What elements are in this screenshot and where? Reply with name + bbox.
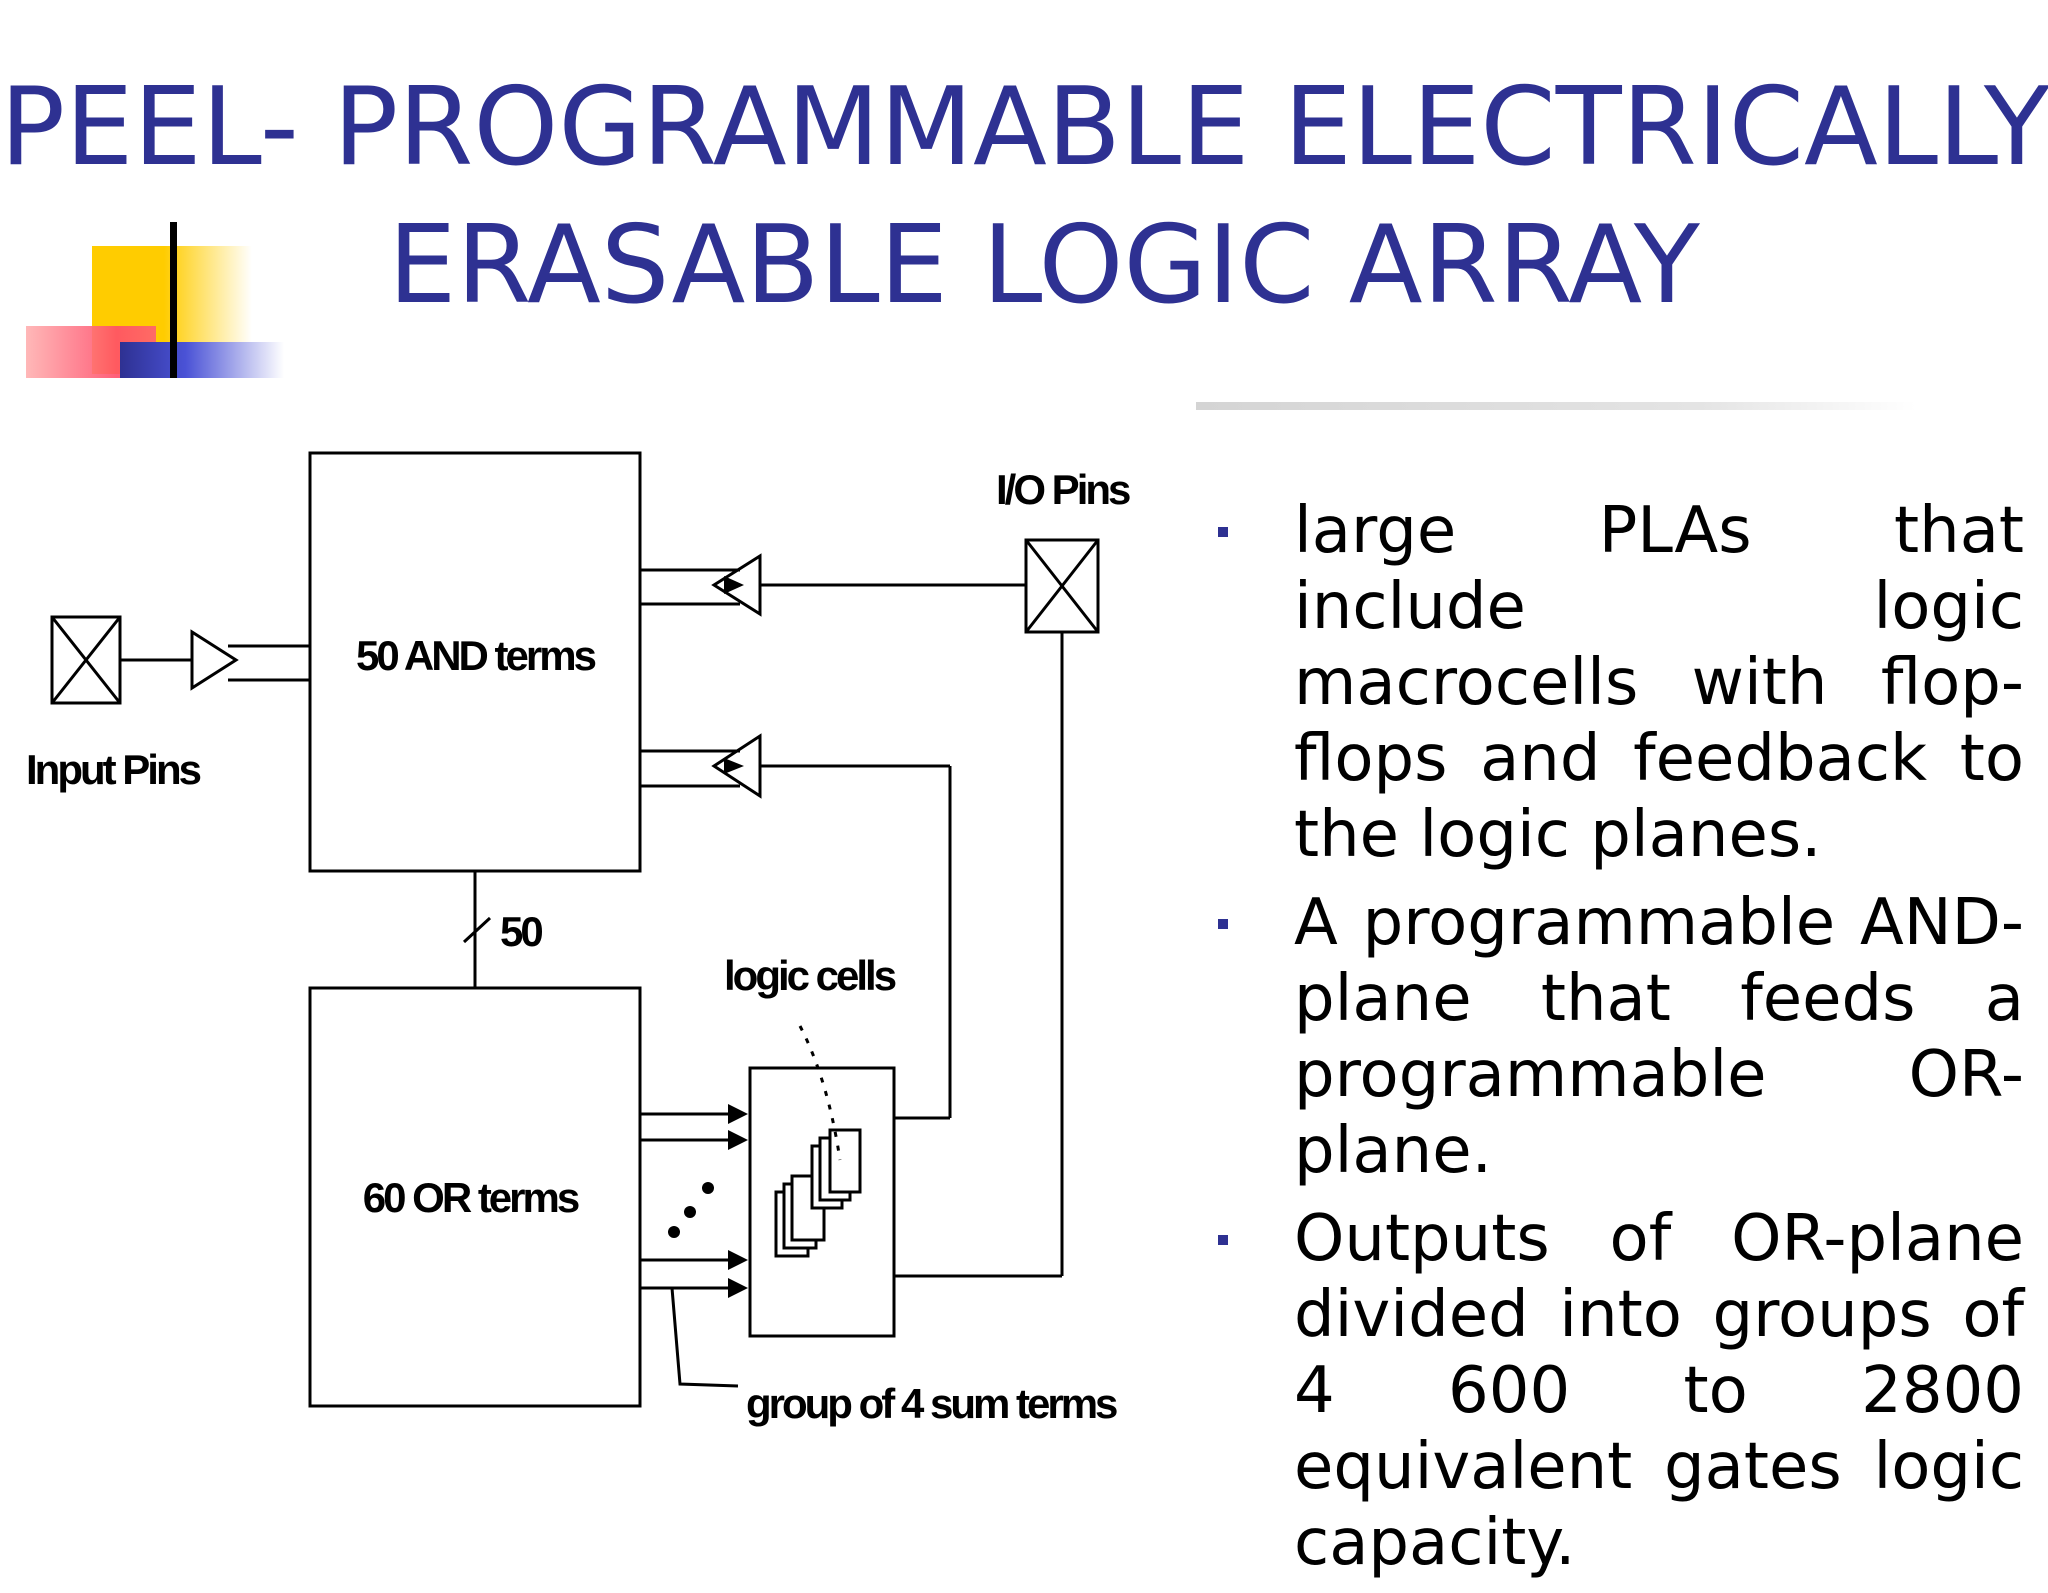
logic-cell-stack-icon (774, 1128, 862, 1258)
bullet-item: A programmable AND-plane that feeds a pr… (1218, 885, 2024, 1189)
decoration-black-bar (170, 222, 177, 378)
and-terms-label: 50 AND terms (356, 632, 596, 679)
bullet-text: Outputs of OR-plane divided into groups … (1294, 1202, 2024, 1580)
slide-title-line-1: PEEL- PROGRAMMABLE ELECTRICALLY (0, 65, 2048, 190)
bullet-square-icon (1218, 1235, 1228, 1245)
ellipsis-dot (702, 1182, 714, 1194)
logic-cells-label: logic cells (724, 952, 896, 999)
bullet-item: large PLAs that include logic macrocells… (1218, 493, 2024, 873)
bullet-text: A programmable AND-plane that feeds a pr… (1294, 886, 2024, 1188)
bullet-item: Outputs of OR-plane divided into groups … (1218, 1201, 2024, 1581)
group-label: group of 4 sum terms (746, 1380, 1117, 1427)
slide-title-line-2: ERASABLE LOGIC ARRAY (388, 203, 1700, 328)
title-divider-rule (1196, 402, 1916, 410)
bullet-text: large PLAs that include logic macrocells… (1294, 494, 2024, 872)
bus-width-label: 50 (500, 908, 542, 955)
peel-block-diagram: 50 AND terms 60 OR terms Input Pins I/O … (26, 451, 1133, 1427)
ellipsis-dot (684, 1206, 696, 1218)
decoration-blue-bar (120, 342, 284, 378)
ellipsis-dot (668, 1226, 680, 1238)
logic-cells-block (748, 1066, 896, 1338)
input-pins-label: Input Pins (26, 746, 201, 793)
io-pin-icon (1024, 538, 1100, 634)
input-buffer-icon (190, 629, 239, 691)
io-pins-label: I/O Pins (996, 466, 1130, 513)
input-pin-icon (50, 615, 122, 705)
or-terms-label: 60 OR terms (363, 1174, 579, 1221)
bullet-square-icon (1218, 919, 1228, 929)
bullet-square-icon (1218, 527, 1228, 537)
bullet-list: large PLAs that include logic macrocells… (1218, 493, 2024, 1593)
